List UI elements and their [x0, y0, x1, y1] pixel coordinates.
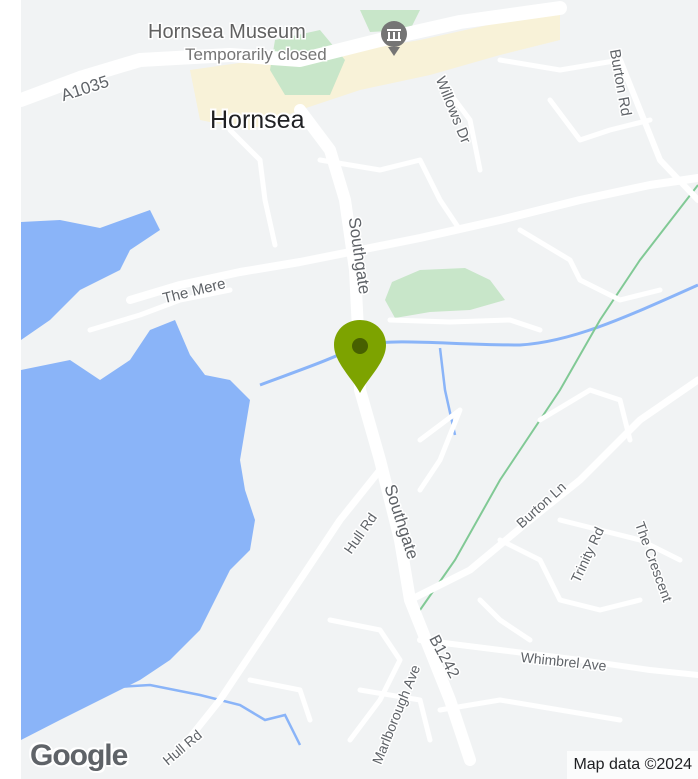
park-green — [385, 268, 505, 318]
poi-status: Temporarily closed — [185, 45, 327, 64]
map-pin-icon[interactable] — [334, 320, 386, 393]
stream-south — [99, 683, 302, 746]
town-label[interactable]: Hornsea — [208, 104, 307, 136]
built-up-area — [190, 10, 560, 130]
rail-trail — [419, 184, 698, 611]
stream-branch — [438, 347, 457, 436]
museum-icon[interactable] — [381, 21, 407, 56]
mere-water-main — [21, 320, 255, 740]
park-top — [360, 10, 420, 32]
roads — [14, 1, 698, 766]
poi-name[interactable]: Hornsea Museum — [147, 20, 308, 45]
left-edge-border — [0, 0, 21, 779]
google-logo: Google — [30, 739, 128, 772]
stream-main — [259, 283, 698, 387]
mere-water — [21, 210, 160, 340]
map-attribution[interactable]: Map data ©2024 — [567, 751, 698, 779]
